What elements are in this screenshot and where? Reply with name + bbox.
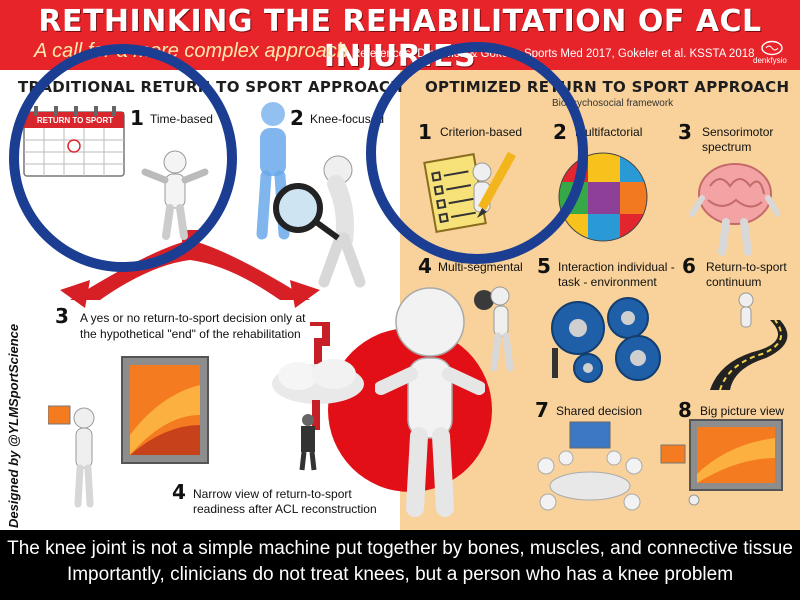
brain-figure-icon <box>690 163 780 256</box>
footer-line-1: The knee joint is not a simple machine p… <box>7 538 793 559</box>
left-item-3-line1: A yes or no return-to-sport decision onl… <box>80 311 306 325</box>
left-item-4-line2: readiness after ACL reconstruction <box>193 502 377 516</box>
right-item-1-number: 1 <box>418 120 432 144</box>
right-item-5-line1: Interaction individual - <box>558 260 675 274</box>
right-item-6-line2: continuum <box>706 275 762 289</box>
left-item-2-label: Knee-focused <box>310 112 385 126</box>
page-title: RETHINKING THE REHABILITATION OF ACL INJ… <box>38 4 762 74</box>
left-item-2-number: 2 <box>290 106 304 130</box>
right-item-3-line1: Sensorimotor <box>702 125 774 139</box>
cloud-pipe-figure-icon <box>272 322 364 471</box>
right-item-3-number: 3 <box>678 120 692 144</box>
meeting-table-icon <box>537 421 643 511</box>
logo-text: denkfysio <box>753 56 787 65</box>
footer-bar <box>0 530 800 600</box>
big-picture-frame-icon <box>688 419 783 506</box>
right-item-4-number: 4 <box>418 254 432 278</box>
footer-line-2: Importantly, clinicians do not treat kne… <box>66 564 734 585</box>
right-item-7-label: Shared decision <box>556 404 643 418</box>
picture-frame-icon <box>121 356 209 464</box>
magnifier-figure-icon <box>273 155 366 288</box>
figure-shrug-icon <box>141 150 209 240</box>
left-item-4-number: 4 <box>172 480 186 504</box>
left-item-4-line1: Narrow view of return-to-sport <box>193 487 352 501</box>
right-item-8-label: Big picture view <box>700 404 785 418</box>
right-item-3-line2: spectrum <box>702 140 752 154</box>
checklist-pencil-icon <box>423 151 516 233</box>
framework-label: Biopsychosocial framework <box>552 98 674 109</box>
left-item-1-number: 1 <box>130 106 144 130</box>
gears-icon <box>551 297 661 383</box>
right-item-7-number: 7 <box>535 398 549 422</box>
right-item-5-number: 5 <box>537 254 551 278</box>
left-item-3-line2: the hypothetical "end" of the rehabilita… <box>80 327 301 341</box>
left-item-3-number: 3 <box>55 304 69 328</box>
calendar-icon <box>23 106 125 177</box>
pointing-figure-icon <box>375 287 485 517</box>
references-text: References: Dingenen & Gokeler Sports Me… <box>352 48 755 60</box>
right-item-6-number: 6 <box>682 254 696 278</box>
right-item-2-label: Multifactorial <box>575 125 643 139</box>
traditional-title: TRADITIONAL RETURN TO SPORT APPROACH <box>18 78 404 96</box>
thinking-figure-icon <box>48 405 95 508</box>
left-item-1-label: Time-based <box>150 112 213 126</box>
small-picture-icon <box>660 444 686 464</box>
multisegment-figure-icon <box>474 286 514 372</box>
puzzle-sphere-icon <box>558 152 648 242</box>
road-figure-icon <box>710 292 788 390</box>
calendar-label: RETURN TO SPORT <box>36 116 114 125</box>
page-subtitle: A call for a more complex approach <box>34 40 348 62</box>
right-item-4-label: Multi-segmental <box>438 260 523 274</box>
designer-credit: Designed by @YLMSportScience <box>6 323 21 528</box>
right-item-5-line2: task - environment <box>558 275 657 289</box>
right-item-1-label: Criterion-based <box>440 125 523 139</box>
brain-logo-icon <box>761 40 783 56</box>
right-item-2-number: 2 <box>553 120 567 144</box>
right-item-8-number: 8 <box>678 398 692 422</box>
optimized-title: OPTIMIZED RETURN TO SPORT APPROACH <box>425 78 790 96</box>
right-item-6-line1: Return-to-sport <box>706 260 787 274</box>
